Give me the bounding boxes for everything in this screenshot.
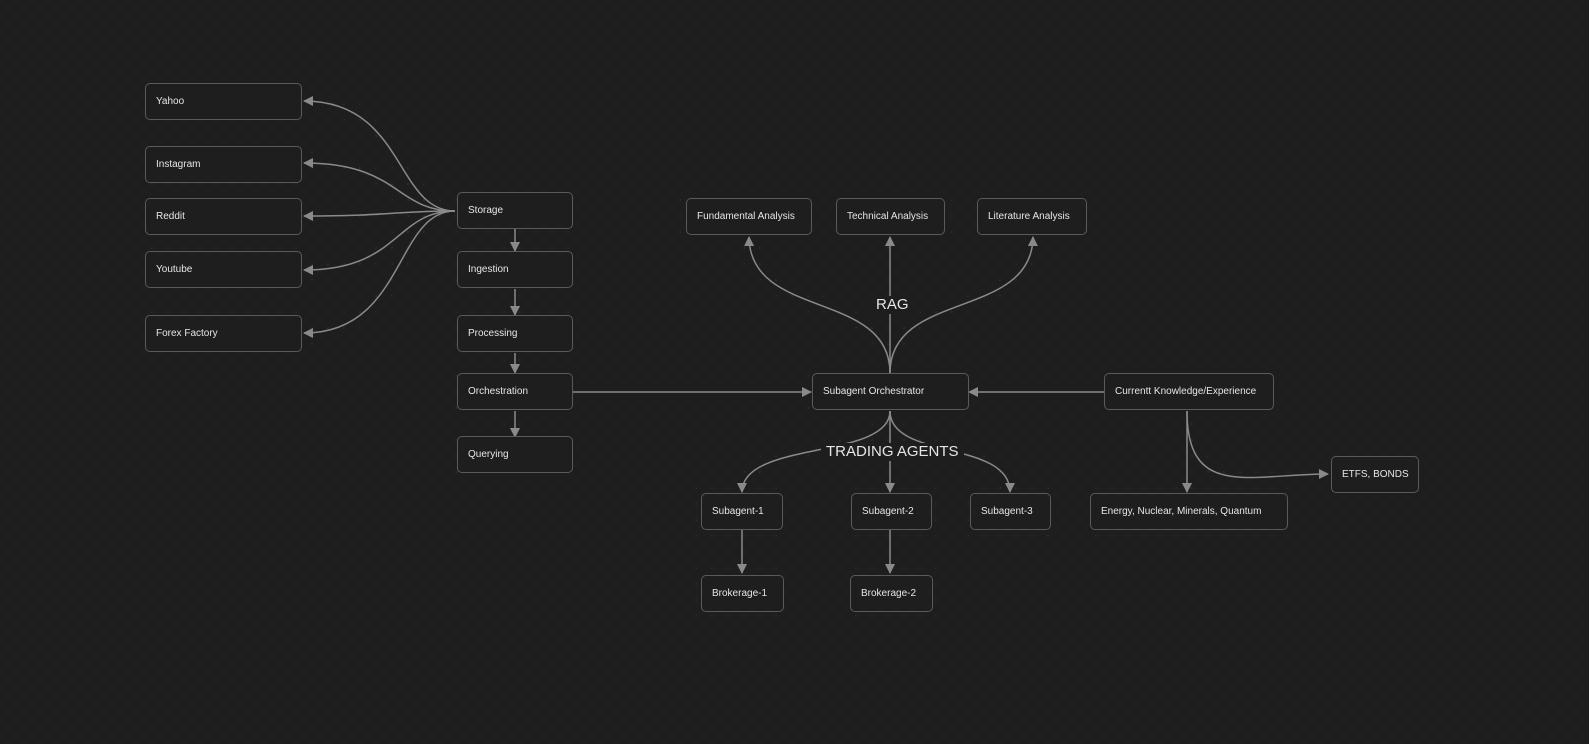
edge-label-rag: RAG <box>871 296 914 314</box>
node-label: Literature Analysis <box>988 211 1070 222</box>
edge-label-trading-agents: TRADING AGENTS <box>821 443 964 461</box>
edge-rag-literature <box>889 236 1038 374</box>
node-label: Subagent-3 <box>981 506 1033 517</box>
node-forex-factory[interactable]: Forex Factory <box>145 315 302 352</box>
node-youtube[interactable]: Youtube <box>145 251 302 288</box>
edge-storage-youtube <box>303 210 456 275</box>
node-subagent-2[interactable]: Subagent-2 <box>851 493 932 530</box>
node-label: Ingestion <box>468 264 509 275</box>
node-processing[interactable]: Processing <box>457 315 573 352</box>
node-instagram[interactable]: Instagram <box>145 146 302 183</box>
node-label: Querying <box>468 449 509 460</box>
node-label: Subagent Orchestrator <box>823 386 925 397</box>
node-energy-sectors[interactable]: Energy, Nuclear, Minerals, Quantum <box>1090 493 1288 530</box>
node-label: Subagent-1 <box>712 506 764 517</box>
edge-knowledge-etfs <box>1186 410 1329 480</box>
node-label: Brokerage-2 <box>861 588 917 599</box>
node-label: Energy, Nuclear, Minerals, Quantum <box>1101 506 1262 517</box>
edge-storage-reddit <box>303 210 456 221</box>
node-label: Brokerage-1 <box>712 588 768 599</box>
node-label: Youtube <box>156 264 193 275</box>
node-label: Currentt Knowledge/Experience <box>1115 386 1257 397</box>
node-label: Subagent-2 <box>862 506 914 517</box>
node-fundamental-analysis[interactable]: Fundamental Analysis <box>686 198 812 235</box>
node-storage[interactable]: Storage <box>457 192 573 229</box>
node-reddit[interactable]: Reddit <box>145 198 302 235</box>
node-label: Orchestration <box>468 386 529 397</box>
edge-storage-instagram <box>303 158 456 212</box>
node-subagent-orchestrator[interactable]: Subagent Orchestrator <box>812 373 969 410</box>
edge-trading-subagent-1 <box>737 410 891 493</box>
edge-storage-yahoo <box>303 96 456 212</box>
node-label: Instagram <box>156 159 201 170</box>
node-yahoo[interactable]: Yahoo <box>145 83 302 120</box>
node-ingestion[interactable]: Ingestion <box>457 251 573 288</box>
node-label: Fundamental Analysis <box>697 211 795 222</box>
node-current-knowledge[interactable]: Currentt Knowledge/Experience <box>1104 373 1274 410</box>
node-label: Technical Analysis <box>847 211 929 222</box>
node-subagent-1[interactable]: Subagent-1 <box>701 493 783 530</box>
node-etfs-bonds[interactable]: ETFS, BONDS <box>1331 456 1419 493</box>
node-label: Reddit <box>156 211 185 222</box>
node-orchestration[interactable]: Orchestration <box>457 373 573 410</box>
node-label: Processing <box>468 328 518 339</box>
node-label: Forex Factory <box>156 328 218 339</box>
edge-rag-fundamental <box>744 236 891 374</box>
node-literature-analysis[interactable]: Literature Analysis <box>977 198 1087 235</box>
node-label: ETFS, BONDS <box>1342 469 1409 480</box>
node-technical-analysis[interactable]: Technical Analysis <box>836 198 945 235</box>
node-subagent-3[interactable]: Subagent-3 <box>970 493 1051 530</box>
node-label: Storage <box>468 205 504 216</box>
edge-storage-forex <box>303 210 456 338</box>
node-brokerage-2[interactable]: Brokerage-2 <box>850 575 933 612</box>
node-label: Yahoo <box>156 96 185 107</box>
node-querying[interactable]: Querying <box>457 436 573 473</box>
node-brokerage-1[interactable]: Brokerage-1 <box>701 575 784 612</box>
